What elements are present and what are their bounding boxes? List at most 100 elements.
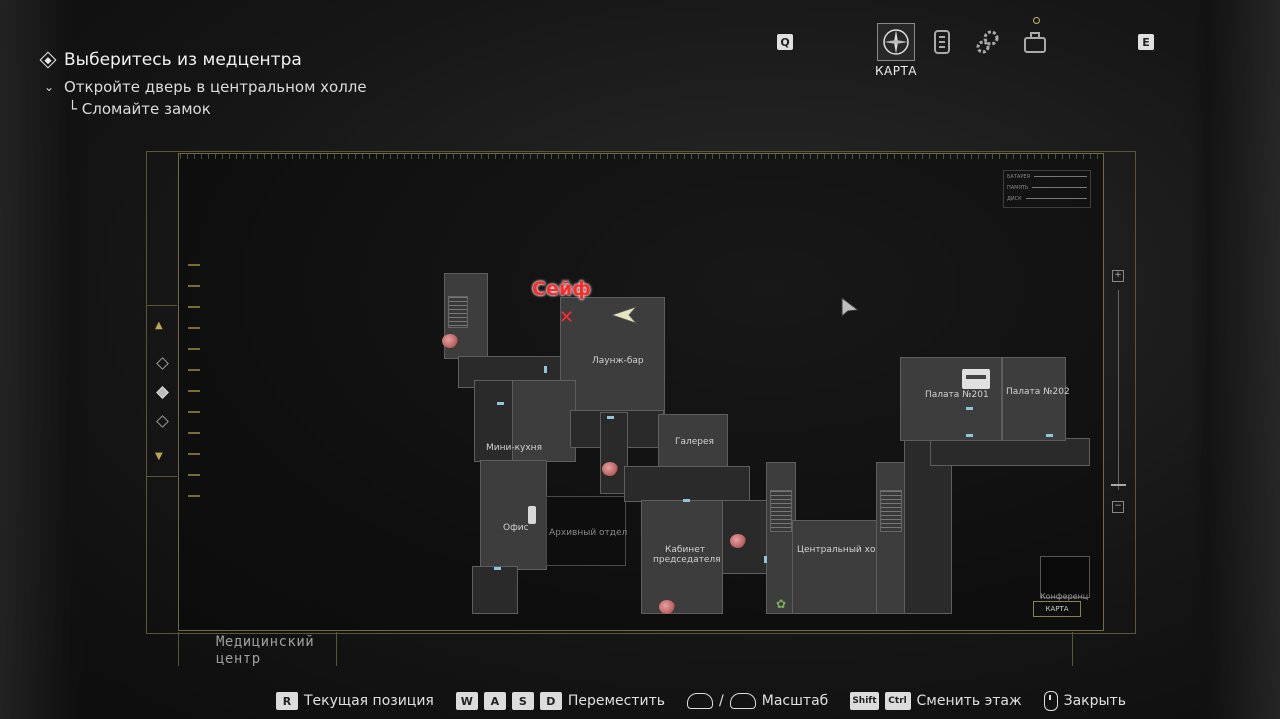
floor-1-icon[interactable] bbox=[156, 415, 169, 428]
notification-dot-icon bbox=[1033, 17, 1040, 24]
door-icon bbox=[607, 416, 614, 419]
map-corridor-center bbox=[624, 466, 750, 502]
background-right-shadow bbox=[1190, 0, 1280, 719]
herb-icon bbox=[442, 334, 458, 348]
objective-main: Выберитесь из медцентра bbox=[39, 50, 367, 70]
legend-row: ДИСК bbox=[1004, 193, 1090, 204]
key-d[interactable]: D bbox=[539, 692, 562, 710]
current-position-label: Текущая позиция bbox=[304, 693, 434, 709]
key-ctrl[interactable]: Ctrl bbox=[884, 692, 911, 710]
room-label-ward202: Палата №202 bbox=[1006, 387, 1070, 397]
legend-row: БАТАРЕЯ bbox=[1004, 171, 1090, 182]
map-corridor-sw bbox=[472, 566, 518, 614]
map-tab-button[interactable] bbox=[877, 23, 915, 61]
gears-icon bbox=[976, 30, 999, 54]
map-corridor-far-east bbox=[904, 440, 952, 614]
floor-2-current-icon[interactable] bbox=[156, 386, 169, 399]
zoom-track[interactable] bbox=[1118, 290, 1119, 490]
floor-up-icon[interactable]: ▲ bbox=[155, 320, 163, 331]
key-s[interactable]: S bbox=[511, 692, 534, 710]
door-icon bbox=[764, 556, 767, 563]
room-label-lounge: Лаунж-бар bbox=[592, 356, 644, 366]
key-r[interactable]: R bbox=[276, 692, 298, 710]
bottle-icon bbox=[528, 506, 536, 524]
objective-diamond-icon bbox=[39, 51, 57, 69]
mouse-right-click-icon[interactable] bbox=[1043, 691, 1058, 711]
door-icon bbox=[544, 366, 547, 373]
zoom-handle[interactable] bbox=[1111, 484, 1126, 486]
map-scale-ticks bbox=[188, 264, 200, 516]
door-icon bbox=[966, 434, 973, 437]
mouse-wheel-down-icon bbox=[729, 693, 756, 709]
next-tab-key[interactable]: E bbox=[1138, 34, 1154, 50]
objective-sub: ⌄ Откройте дверь в центральном холле bbox=[40, 78, 367, 96]
objectives-panel: Выберитесь из медцентра ⌄ Откройте дверь… bbox=[39, 50, 367, 118]
room-label-central-hall: Центральный холл bbox=[797, 545, 887, 555]
room-label-chairman-2: председателя bbox=[653, 555, 721, 565]
room-label-gallery: Галерея bbox=[675, 437, 714, 447]
move-label: Переместить bbox=[567, 693, 666, 709]
files-icon bbox=[934, 30, 950, 54]
stairs-icon bbox=[770, 490, 792, 532]
briefcase-icon bbox=[1024, 32, 1046, 53]
safe-marker-icon[interactable]: ✕ bbox=[559, 307, 575, 328]
floor-3-icon[interactable] bbox=[156, 357, 169, 370]
area-divider bbox=[336, 632, 337, 666]
player-position-icon bbox=[612, 306, 638, 324]
room-label-chairman-1: Кабинет bbox=[665, 545, 705, 555]
map-cursor-icon[interactable] bbox=[840, 296, 860, 320]
chevron-down-icon: ⌄ bbox=[43, 80, 55, 94]
door-icon bbox=[497, 402, 504, 405]
close-label: Закрыть bbox=[1063, 693, 1126, 709]
room-label-archive: Архивный отдел bbox=[549, 528, 628, 538]
minimap-preview bbox=[1040, 556, 1090, 598]
objective-main-text: Выберитесь из медцентра bbox=[64, 50, 302, 70]
safe-label: Сейф bbox=[532, 278, 591, 300]
typewriter-icon bbox=[962, 369, 990, 389]
floor-selector: ▲ ▼ bbox=[147, 305, 177, 477]
map-legend: БАТАРЕЯ ПАМЯТЬ ДИСК bbox=[1003, 170, 1091, 208]
door-icon bbox=[966, 407, 973, 410]
files-tab-button[interactable] bbox=[924, 24, 960, 60]
zoom-out-icon[interactable]: − bbox=[1112, 501, 1124, 513]
map-corridor-gallery bbox=[600, 412, 628, 494]
map-room-hall-stairs-e bbox=[876, 462, 906, 614]
plant-icon: ✿ bbox=[776, 597, 787, 611]
key-w[interactable]: W bbox=[455, 692, 478, 710]
mouse-wheel-up-icon bbox=[687, 693, 714, 709]
upgrades-tab-button[interactable] bbox=[970, 24, 1006, 60]
area-divider bbox=[178, 632, 179, 666]
map-room-hall-stairs-w bbox=[766, 462, 796, 614]
door-icon bbox=[1046, 434, 1053, 437]
objective-subsub-text: └ Сломайте замок bbox=[68, 100, 211, 118]
zoom-label: Масштаб bbox=[761, 693, 829, 709]
map-room-lounge bbox=[560, 297, 665, 414]
zoom-in-icon[interactable]: + bbox=[1112, 270, 1124, 282]
herb-icon bbox=[602, 462, 618, 476]
floor-down-icon[interactable]: ▼ bbox=[155, 451, 163, 462]
map-tab-label: КАРТА bbox=[874, 64, 917, 78]
room-label-mini-kitchen: Мини-кухня bbox=[486, 443, 542, 453]
area-name: Медицинский центр bbox=[216, 634, 314, 668]
prev-tab-key[interactable]: Q bbox=[777, 34, 793, 50]
legend-row: ПАМЯТЬ bbox=[1004, 182, 1090, 193]
change-floor-label: Сменить этаж bbox=[916, 693, 1022, 709]
minimap-button[interactable]: КАРТА bbox=[1033, 601, 1081, 617]
compass-icon bbox=[883, 29, 909, 55]
background-left-shadow bbox=[0, 0, 90, 719]
area-name-line1: Медицинский bbox=[216, 634, 315, 650]
room-label-conference: Конференц bbox=[1040, 592, 1089, 601]
map-corridor-north-east bbox=[930, 438, 1090, 466]
inventory-tab-button[interactable] bbox=[1017, 24, 1053, 60]
key-shift[interactable]: Shift bbox=[850, 692, 879, 710]
herb-icon bbox=[730, 534, 746, 548]
room-label-office: Офис bbox=[503, 523, 529, 533]
stairs-icon bbox=[448, 296, 468, 328]
area-divider bbox=[1072, 632, 1073, 666]
door-icon bbox=[683, 499, 690, 502]
objective-sub-text: Откройте дверь в центральном холле bbox=[64, 78, 367, 96]
zoom-separator: / bbox=[719, 693, 724, 709]
area-name-line2: центр bbox=[216, 651, 261, 667]
key-a[interactable]: A bbox=[483, 692, 506, 710]
stairs-icon bbox=[880, 490, 902, 532]
